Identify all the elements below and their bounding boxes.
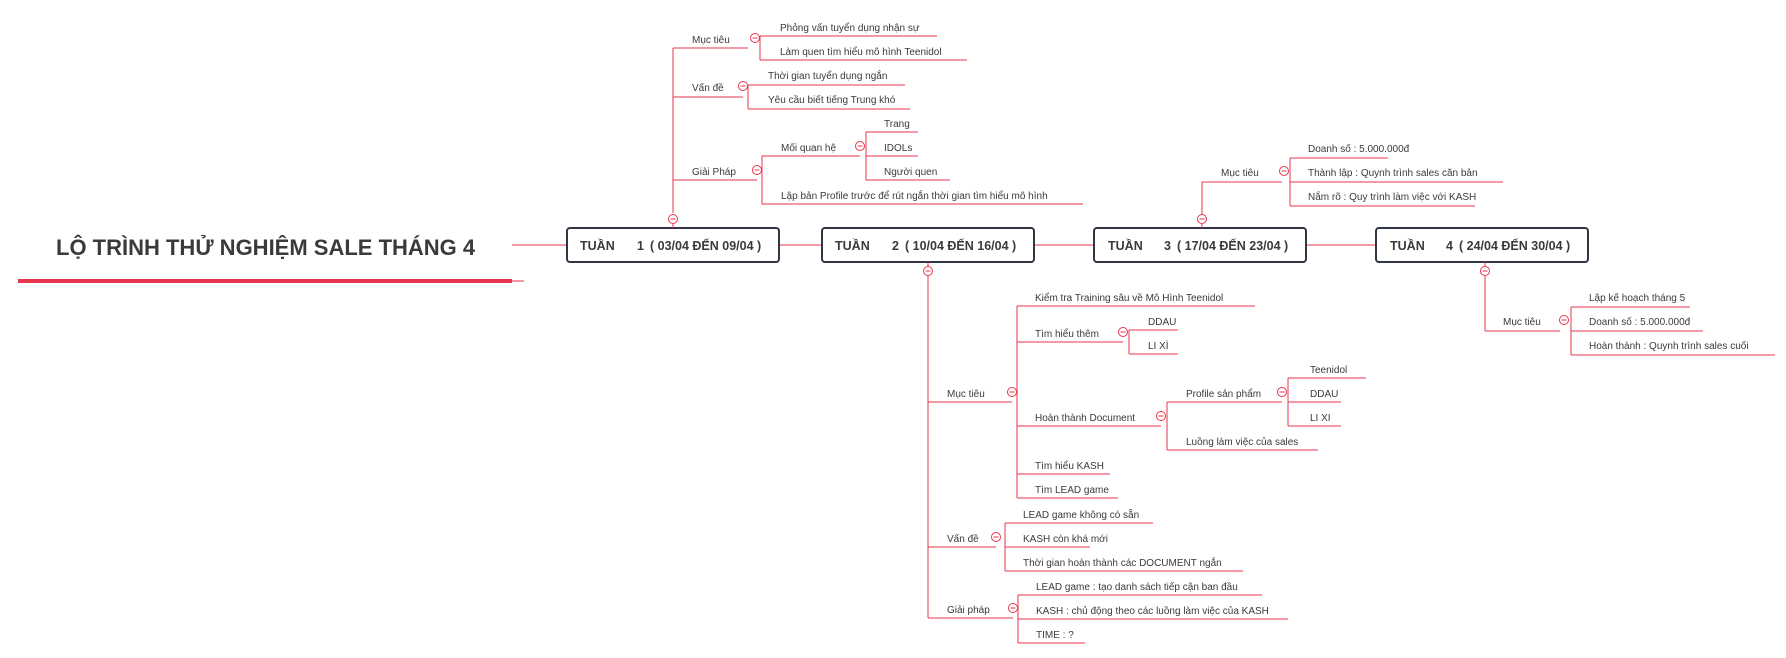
- week-2-label: TUẦN: [835, 238, 870, 253]
- w2-kiem-tra[interactable]: Kiểm tra Training sâu về Mô Hình Teenido…: [1035, 292, 1223, 304]
- central-topic[interactable]: LỘ TRÌNH THỬ NGHIỆM SALE THÁNG 4: [18, 235, 524, 283]
- w2-luong[interactable]: Luồng làm việc của sales: [1186, 436, 1298, 448]
- week-3-branches: [1201, 157, 1503, 228]
- w1-giai-phap-toggle[interactable]: [752, 165, 762, 175]
- week-4-number: 4: [1446, 239, 1453, 253]
- w1-mqh-item-1[interactable]: Trang: [884, 119, 910, 130]
- w2-profile[interactable]: Profile sản phẩm: [1186, 388, 1261, 400]
- week-4-collapse-toggle[interactable]: [1480, 266, 1490, 276]
- w4-item-2[interactable]: Doanh số : 5.000.000đ: [1589, 316, 1691, 328]
- w2-tim-lead[interactable]: Tìm LEAD game: [1035, 485, 1109, 496]
- w2-gp-item-1[interactable]: LEAD game : tạo danh sách tiếp cận ban đ…: [1036, 581, 1238, 593]
- w1-mqh-item-2[interactable]: IDOLs: [884, 143, 912, 154]
- w1-van-de[interactable]: Vấn đề: [692, 82, 724, 94]
- week-1-collapse-toggle[interactable]: [668, 214, 678, 224]
- w1-mt-item-1[interactable]: Phỏng vấn tuyển dụng nhận sự: [780, 22, 920, 34]
- week-2-node[interactable]: TUẦN 2 ( 10/04 ĐẾN 16/04 ): [821, 227, 1035, 263]
- week-2-branches: [927, 262, 1366, 644]
- w2-hoan-thanh[interactable]: Hoàn thành Document: [1035, 413, 1135, 424]
- w1-mt-item-2[interactable]: Làm quen tìm hiểu mô hình Teenidol: [780, 46, 942, 58]
- w1-moi-quan-he-toggle[interactable]: [855, 141, 865, 151]
- w1-vd-item-1[interactable]: Thời gian tuyển dụng ngắn: [768, 69, 887, 82]
- week-4-label: TUẦN: [1390, 238, 1425, 253]
- w2-vd-item-1[interactable]: LEAD game không có sẵn: [1023, 508, 1139, 521]
- week-1-number: 1: [637, 239, 644, 253]
- week-1-node[interactable]: TUẦN 1 ( 03/04 ĐẾN 09/04 ): [566, 227, 780, 263]
- w2-vd-item-2[interactable]: KASH còn khá mới: [1023, 534, 1108, 545]
- title-underline: [18, 279, 512, 283]
- w2-gp-item-2[interactable]: KASH : chủ động theo các luồng làm việc …: [1036, 605, 1269, 617]
- w1-muc-tieu[interactable]: Mục tiêu: [692, 35, 730, 46]
- w4-item-3[interactable]: Hoàn thành : Quynh trình sales cuối: [1589, 340, 1749, 352]
- w2-gp-item-3[interactable]: TIME : ?: [1036, 630, 1074, 641]
- week-2-collapse-toggle[interactable]: [923, 266, 933, 276]
- week-4-range: ( 24/04 ĐẾN 30/04 ): [1459, 238, 1570, 253]
- week-4-branches: [1484, 262, 1775, 356]
- week-1-label: TUẦN: [580, 238, 615, 253]
- w3-item-2[interactable]: Thành lập : Quynh trình sales căn bản: [1308, 168, 1478, 179]
- w2-tim-hieu-them[interactable]: Tìm hiểu thêm: [1035, 328, 1099, 340]
- w2-muc-tieu[interactable]: Mục tiêu: [947, 389, 985, 400]
- week-3-number: 3: [1164, 239, 1171, 253]
- w2-profile-toggle[interactable]: [1277, 387, 1287, 397]
- w1-vd-item-2[interactable]: Yêu cầu biết tiếng Trung khó: [768, 94, 896, 106]
- w2-profile-item-2[interactable]: DDAU: [1310, 389, 1338, 400]
- w2-profile-item-3[interactable]: LI XI: [1310, 413, 1331, 424]
- w1-moi-quan-he[interactable]: Mối quan hệ: [781, 142, 836, 154]
- w4-muc-tieu[interactable]: Mục tiêu: [1503, 317, 1541, 328]
- week-3-node[interactable]: TUẦN 3 ( 17/04 ĐẾN 23/04 ): [1093, 227, 1307, 263]
- w1-lap-ban[interactable]: Lập bản Profile trước để rút ngắn thời g…: [781, 189, 1048, 202]
- w2-giai-phap[interactable]: Giải pháp: [947, 605, 990, 616]
- week-3-collapse-toggle[interactable]: [1197, 214, 1207, 224]
- w2-tim-hieu-them-toggle[interactable]: [1118, 327, 1128, 337]
- w2-tht-item-1[interactable]: DDAU: [1148, 317, 1176, 328]
- w2-muc-tieu-toggle[interactable]: [1007, 387, 1017, 397]
- w2-hoan-thanh-toggle[interactable]: [1156, 411, 1166, 421]
- w2-giai-phap-toggle[interactable]: [1008, 603, 1018, 613]
- w2-profile-item-1[interactable]: Teenidol: [1310, 365, 1347, 376]
- w3-muc-tieu-toggle[interactable]: [1279, 166, 1289, 176]
- week-2-range: ( 10/04 ĐẾN 16/04 ): [905, 238, 1016, 253]
- w4-item-1[interactable]: Lập kế hoạch tháng 5: [1589, 292, 1686, 304]
- week-4-node[interactable]: TUẦN 4 ( 24/04 ĐẾN 30/04 ): [1375, 227, 1589, 263]
- w1-mqh-item-3[interactable]: Người quen: [884, 167, 937, 178]
- w2-vd-item-3[interactable]: Thời gian hoàn thành các DOCUMENT ngắn: [1023, 556, 1222, 569]
- w2-van-de-toggle[interactable]: [991, 532, 1001, 542]
- week-1-branches: [672, 35, 1083, 228]
- week-3-label: TUẦN: [1108, 238, 1143, 253]
- w3-muc-tieu[interactable]: Mục tiêu: [1221, 168, 1259, 179]
- w2-tim-kash[interactable]: Tìm hiểu KASH: [1035, 460, 1104, 472]
- w4-muc-tieu-toggle[interactable]: [1559, 315, 1569, 325]
- w1-muc-tieu-toggle[interactable]: [750, 33, 760, 43]
- week-1-range: ( 03/04 ĐẾN 09/04 ): [650, 238, 761, 253]
- w2-tht-item-2[interactable]: LI XÌ: [1148, 339, 1169, 352]
- week-2-number: 2: [892, 239, 899, 253]
- w3-item-3[interactable]: Nắm rõ : Quy trình làm việc với KASH: [1308, 190, 1476, 203]
- w1-van-de-toggle[interactable]: [738, 81, 748, 91]
- map-title: LỘ TRÌNH THỬ NGHIỆM SALE THÁNG 4: [56, 235, 476, 260]
- w2-van-de[interactable]: Vấn đề: [947, 533, 979, 545]
- week-3-range: ( 17/04 ĐẾN 23/04 ): [1177, 238, 1288, 253]
- w1-giai-phap[interactable]: Giải Pháp: [692, 167, 736, 178]
- w3-item-1[interactable]: Doanh số : 5.000.000đ: [1308, 143, 1410, 155]
